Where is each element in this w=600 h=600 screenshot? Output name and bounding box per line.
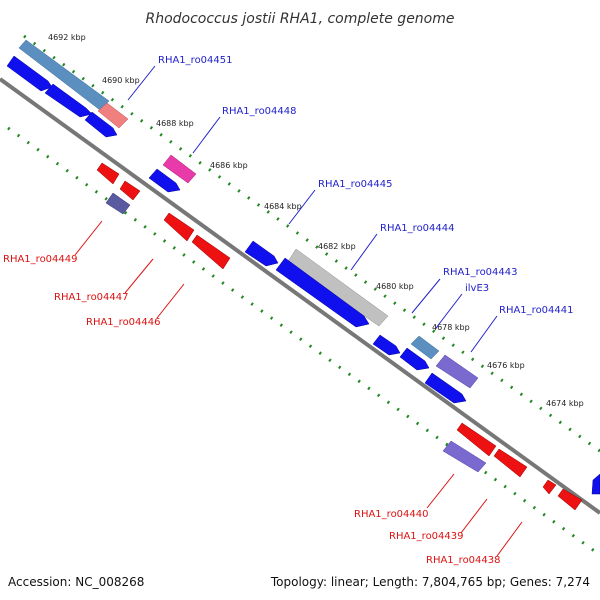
tick-label: 4686 kbp — [210, 161, 248, 170]
leader-ro04449 — [74, 220, 103, 256]
genome-title: Rhodococcus jostii RHA1, complete genome — [145, 11, 454, 27]
tick-label: 4690 kbp — [102, 76, 140, 85]
gene-label-ro04438[interactable]: RHA1_ro04438 — [426, 555, 501, 566]
feature-highlight-ro04439[interactable] — [442, 440, 487, 473]
gene-forward[interactable] — [372, 334, 401, 356]
gene-reverse[interactable] — [163, 212, 195, 242]
gene-forward[interactable] — [148, 168, 181, 193]
gene-forward[interactable] — [6, 55, 53, 92]
upper-dotted-guide — [23, 34, 600, 453]
leader-ro04444 — [350, 233, 378, 271]
gene-forward[interactable] — [84, 111, 118, 138]
forward-label-leaders — [127, 65, 498, 353]
leader-ro04439 — [460, 498, 488, 534]
feature-highlight-ro04451-end[interactable] — [97, 102, 129, 129]
gene-label-ro04446[interactable]: RHA1_ro04446 — [86, 317, 161, 328]
gene-forward[interactable] — [591, 473, 600, 495]
leader-ro04438 — [496, 521, 523, 557]
gene-label-ro04449[interactable]: RHA1_ro04449 — [3, 254, 78, 265]
leader-ro04446 — [156, 283, 185, 319]
tick-label: 4688 kbp — [156, 119, 194, 128]
gene-reverse[interactable] — [456, 422, 497, 457]
reverse-genes — [96, 162, 583, 511]
gene-forward[interactable] — [275, 257, 370, 328]
gene-label-ro04448[interactable]: RHA1_ro04448 — [222, 106, 297, 117]
tick-label: 4680 kbp — [376, 282, 414, 291]
gene-forward[interactable] — [244, 240, 279, 267]
genome-summary-text: Topology: linear; Length: 7,804,765 bp; … — [270, 575, 590, 589]
leader-ro04440 — [426, 473, 455, 509]
leader-ro04447 — [124, 258, 154, 294]
feature-highlight-ro04441[interactable] — [435, 354, 479, 389]
gene-label-ro04443[interactable]: RHA1_ro04443 — [443, 267, 518, 278]
kbp-ticks: 4692 kbp 4690 kbp 4688 kbp 4686 kbp 4684… — [48, 33, 584, 408]
gene-reverse[interactable] — [191, 234, 231, 270]
leader-ro04441 — [470, 315, 498, 353]
gene-label-ro04451[interactable]: RHA1_ro04451 — [158, 55, 233, 66]
leader-ro04445 — [288, 189, 316, 225]
feature-highlight-ro04451[interactable] — [18, 39, 110, 111]
tick-label: 4682 kbp — [318, 242, 356, 251]
lower-dotted-guide — [7, 126, 600, 557]
leader-ilvE3 — [435, 293, 463, 329]
feature-highlight-ro04443[interactable] — [410, 335, 440, 360]
tick-label: 4692 kbp — [48, 33, 86, 42]
accession-text: Accession: NC_008268 — [8, 575, 144, 589]
gene-forward[interactable] — [424, 372, 467, 404]
genome-backbone — [0, 77, 600, 515]
gene-forward[interactable] — [44, 83, 93, 118]
forward-genes — [6, 55, 600, 495]
gene-label-ro04447[interactable]: RHA1_ro04447 — [54, 292, 129, 303]
gene-label-ro04441[interactable]: RHA1_ro04441 — [499, 305, 574, 316]
gene-reverse[interactable] — [493, 448, 528, 478]
leader-ro04448 — [192, 116, 221, 154]
reverse-labels: RHA1_ro04449 RHA1_ro04447 RHA1_ro04446 R… — [3, 254, 501, 566]
gene-reverse[interactable] — [96, 162, 120, 185]
gene-label-ro04444[interactable]: RHA1_ro04444 — [380, 223, 455, 234]
gene-reverse[interactable] — [119, 180, 141, 201]
reverse-label-leaders — [74, 220, 523, 557]
gene-label-ro04445[interactable]: RHA1_ro04445 — [318, 179, 393, 190]
gene-label-ro04439[interactable]: RHA1_ro04439 — [389, 531, 464, 542]
forward-labels: RHA1_ro04451 RHA1_ro04448 RHA1_ro04445 R… — [158, 55, 574, 316]
leader-ro04451 — [127, 65, 156, 101]
leader-ro04443 — [411, 278, 441, 314]
tick-label: 4678 kbp — [432, 323, 470, 332]
tick-label: 4676 kbp — [487, 361, 525, 370]
highlight-features — [18, 39, 487, 473]
feature-highlight-ro04449[interactable] — [105, 192, 131, 215]
gene-forward[interactable] — [399, 347, 430, 371]
tick-label: 4674 kbp — [546, 399, 584, 408]
tick-label: 4684 kbp — [264, 202, 302, 211]
gene-reverse[interactable] — [542, 479, 557, 495]
gene-label-ilvE3[interactable]: ilvE3 — [465, 283, 489, 294]
gene-reverse[interactable] — [557, 488, 583, 511]
feature-highlight-ro04448[interactable] — [162, 154, 197, 184]
gene-label-ro04440[interactable]: RHA1_ro04440 — [354, 509, 429, 520]
